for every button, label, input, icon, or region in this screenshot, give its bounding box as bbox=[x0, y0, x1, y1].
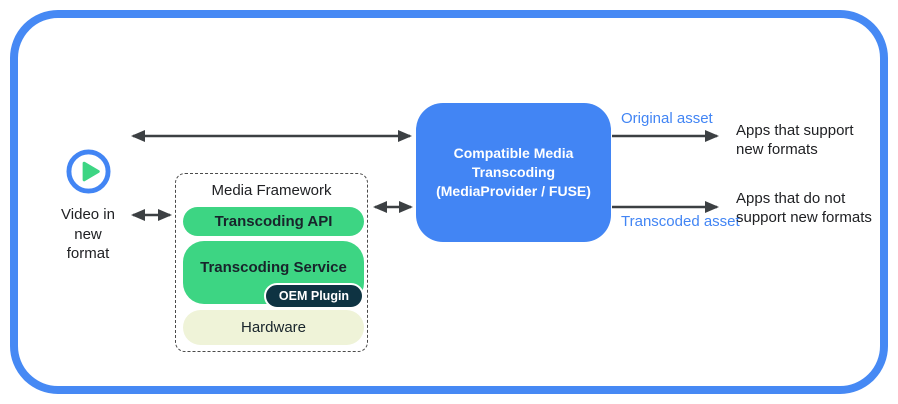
oem-plugin-pill: OEM Plugin bbox=[264, 283, 364, 309]
transcoder-title: Compatible Media Transcoding bbox=[453, 145, 574, 180]
original-asset-label: Original asset bbox=[621, 110, 713, 127]
play-icon bbox=[66, 149, 111, 194]
compatible-media-transcoding-box: Compatible Media Transcoding (MediaProvi… bbox=[416, 103, 611, 242]
transcoded-asset-label: Transcoded asset bbox=[621, 213, 740, 230]
apps-not-support-label: Apps that do not support new formats bbox=[736, 190, 872, 226]
media-framework-box: Media Framework Transcoding API Transcod… bbox=[175, 173, 368, 352]
transcoding-api-pill: Transcoding API bbox=[183, 207, 364, 236]
transcoder-subtitle: (MediaProvider / FUSE) bbox=[436, 183, 591, 199]
video-source-label: Video in new format bbox=[61, 206, 115, 262]
media-framework-title: Media Framework bbox=[211, 182, 332, 199]
hardware-pill: Hardware bbox=[183, 310, 364, 345]
diagram-frame bbox=[10, 10, 888, 394]
apps-support-label: Apps that support new formats bbox=[736, 122, 854, 158]
